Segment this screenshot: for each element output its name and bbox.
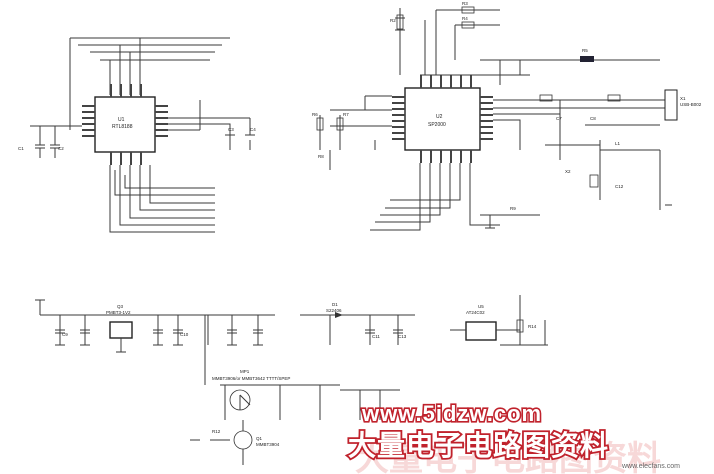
u2-ref: U2 [436, 114, 443, 120]
svg-text:C9: C9 [62, 332, 68, 337]
svg-text:C8: C8 [590, 116, 596, 121]
u5-part: AT24C02 [466, 310, 485, 315]
mp1-ref: MP1 [240, 369, 250, 374]
watermark: 大量电子电路图资料 www.5idzw.com 大量电子电路图资料 www.el… [346, 399, 680, 474]
svg-text:C2: C2 [58, 146, 64, 151]
svg-text:R2: R2 [390, 18, 396, 23]
svg-text:R12: R12 [212, 429, 221, 434]
u1-ref: U1 [118, 117, 125, 123]
svg-text:C13: C13 [398, 334, 407, 339]
svg-text:R6: R6 [312, 112, 318, 117]
watermark-url: www.5idzw.com [361, 401, 542, 426]
d1-part: S22406 [326, 308, 342, 313]
power-section: Q3 PMBT3-1V2 C9 C10 D1 S22406 C11 C13 U5… [35, 295, 548, 465]
svg-text:C12: C12 [615, 184, 624, 189]
svg-text:C11: C11 [372, 334, 380, 339]
x1-part: USB-B002 [680, 102, 702, 107]
q1-part: MMBT3904 [256, 442, 280, 447]
svg-text:C3: C3 [228, 127, 234, 132]
u5-ref: U5 [478, 304, 484, 309]
svg-text:R9: R9 [510, 206, 516, 211]
svg-text:L1: L1 [615, 141, 621, 146]
q3-ref: Q3 [117, 304, 124, 309]
svg-text:C10: C10 [180, 332, 189, 337]
svg-text:R14: R14 [528, 324, 537, 329]
ic-u1: U1 RTL8188 C3 C4 C1 C2 [18, 37, 256, 233]
svg-text:R3: R3 [462, 1, 468, 6]
svg-text:R4: R4 [462, 16, 468, 21]
x1-ref: X1 [680, 96, 686, 101]
d1-ref: D1 [332, 302, 338, 307]
svg-text:X2: X2 [565, 169, 571, 174]
svg-text:R5: R5 [582, 48, 588, 53]
svg-text:R8: R8 [318, 154, 324, 159]
svg-text:C4: C4 [250, 127, 256, 132]
svg-text:C1: C1 [18, 146, 24, 151]
u2-part: SP2000 [428, 122, 446, 128]
mp1-part: MMBT3906/or MMBT3642 TTTT/SPEP [212, 376, 290, 381]
ic-u2: R2 R3 R4 U2 SP2000 R5 R [312, 1, 702, 231]
watermark-small: www.elecfans.com [621, 463, 680, 470]
u1-part: RTL8188 [112, 124, 133, 130]
svg-text:R7: R7 [343, 112, 349, 117]
svg-text:大量电子电路图资料: 大量电子电路图资料 [355, 440, 661, 474]
watermark-cn: 大量电子电路图资料 [348, 430, 609, 461]
q1-ref: Q1 [256, 436, 263, 441]
svg-text:C7: C7 [556, 116, 562, 121]
q3-part: PMBT3-1V2 [106, 310, 131, 315]
